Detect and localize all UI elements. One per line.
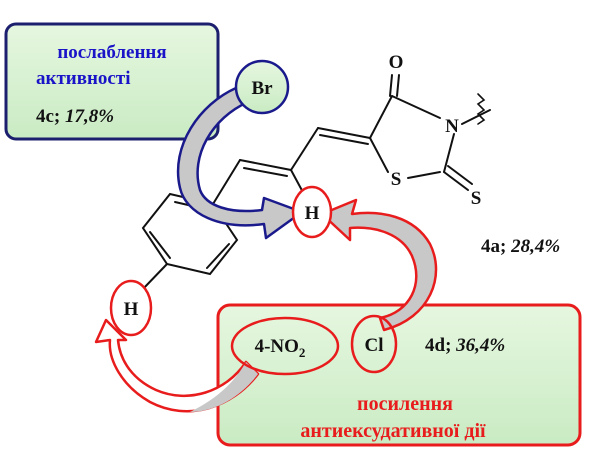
- atom-o: O: [389, 52, 404, 73]
- atom-h-top: H: [305, 203, 320, 224]
- group-cl: Cl: [365, 335, 384, 356]
- weaken-line1: послаблення: [57, 42, 166, 63]
- red-arrow-no2-to-h: [94, 318, 260, 413]
- atom-s-exo: S: [471, 188, 482, 209]
- weaken-box: [4, 22, 220, 141]
- strengthen-line2: антиексудативної дії: [300, 420, 486, 442]
- weaken-compound-label: 4c; 17,8%: [36, 106, 114, 127]
- atom-s-ring: S: [391, 169, 402, 190]
- compound-4a-label: 4a; 28,4%: [481, 236, 560, 257]
- cl-ellipse: [350, 314, 398, 374]
- atom-br: Br: [251, 78, 273, 99]
- atom-h-left: H: [124, 299, 139, 320]
- molecule-bonds: [141, 74, 491, 291]
- red-arrow-no2-to-h-shade: [190, 362, 258, 412]
- strengthen-compound-label: 4d; 36,4%: [425, 335, 505, 356]
- weaken-line2: активності: [36, 68, 130, 89]
- red-arrow-cl-to-h: [320, 198, 438, 332]
- group-no2: 4-NO2: [255, 336, 306, 360]
- br-ellipse: [234, 59, 290, 115]
- strengthen-line1: посилення: [357, 393, 453, 415]
- blue-arrow: [176, 86, 304, 240]
- strengthen-box: [216, 303, 582, 447]
- h-top-ellipse: [291, 185, 333, 239]
- h-left-ellipse: [109, 279, 153, 337]
- no2-ellipse: [230, 316, 340, 376]
- atom-n: N: [445, 116, 459, 137]
